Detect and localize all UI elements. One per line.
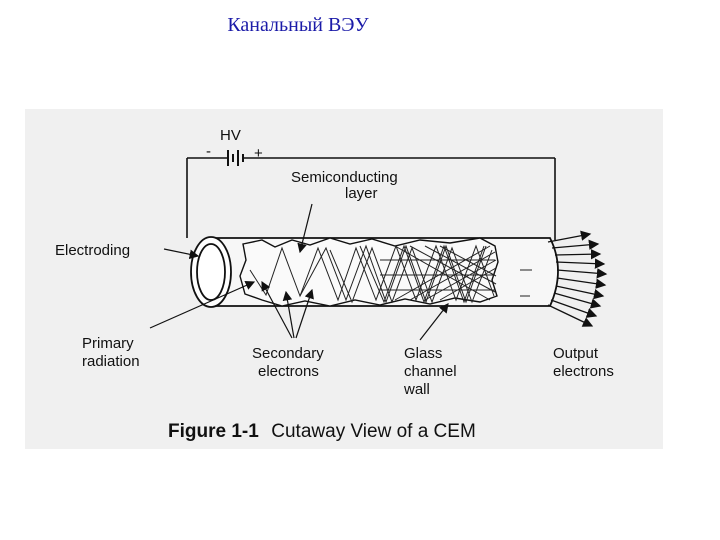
- output-electron-arrows: [547, 230, 608, 327]
- glass-label-line2: channel: [404, 363, 457, 380]
- primary-pointer: [149, 281, 256, 329]
- hv-circuit: [186, 157, 556, 240]
- semiconducting-label-line2: layer: [345, 185, 378, 202]
- battery-icon: [227, 150, 244, 166]
- cutaway-region: [239, 237, 499, 307]
- secondary-label-line2: electrons: [258, 363, 319, 380]
- plus-label: +: [254, 145, 263, 162]
- semiconducting-pointer: [297, 203, 313, 254]
- glass-label-line1: Glass: [404, 345, 442, 362]
- secondary-pointer-2: [282, 290, 295, 339]
- secondary-label-line1: Secondary: [252, 345, 324, 362]
- secondary-pointer-3: [295, 288, 314, 339]
- caption-number: Figure 1-1: [168, 421, 259, 442]
- hv-label: HV: [220, 127, 241, 144]
- primary-label-line1: Primary: [82, 335, 134, 352]
- secondary-pointer-1: [261, 280, 293, 339]
- glass-label-line3: wall: [403, 381, 430, 398]
- primary-label-line2: radiation: [82, 353, 140, 370]
- output-label-line2: electrons: [553, 363, 614, 380]
- electroding-label: Electroding: [55, 242, 130, 259]
- slide-title: Канальный ВЭУ: [227, 14, 369, 36]
- output-label-line1: Output: [553, 345, 599, 362]
- electroding-pointer: [163, 248, 200, 260]
- minus-label: -: [206, 143, 211, 160]
- caption-text: Cutaway View of a CEM: [271, 421, 476, 442]
- glass-pointer: [419, 303, 449, 341]
- electron-trajectories: [249, 244, 532, 304]
- figure-caption: Figure 1-1 Cutaway View of a CEM: [168, 421, 476, 442]
- semiconducting-label-line1: Semiconducting: [291, 169, 398, 186]
